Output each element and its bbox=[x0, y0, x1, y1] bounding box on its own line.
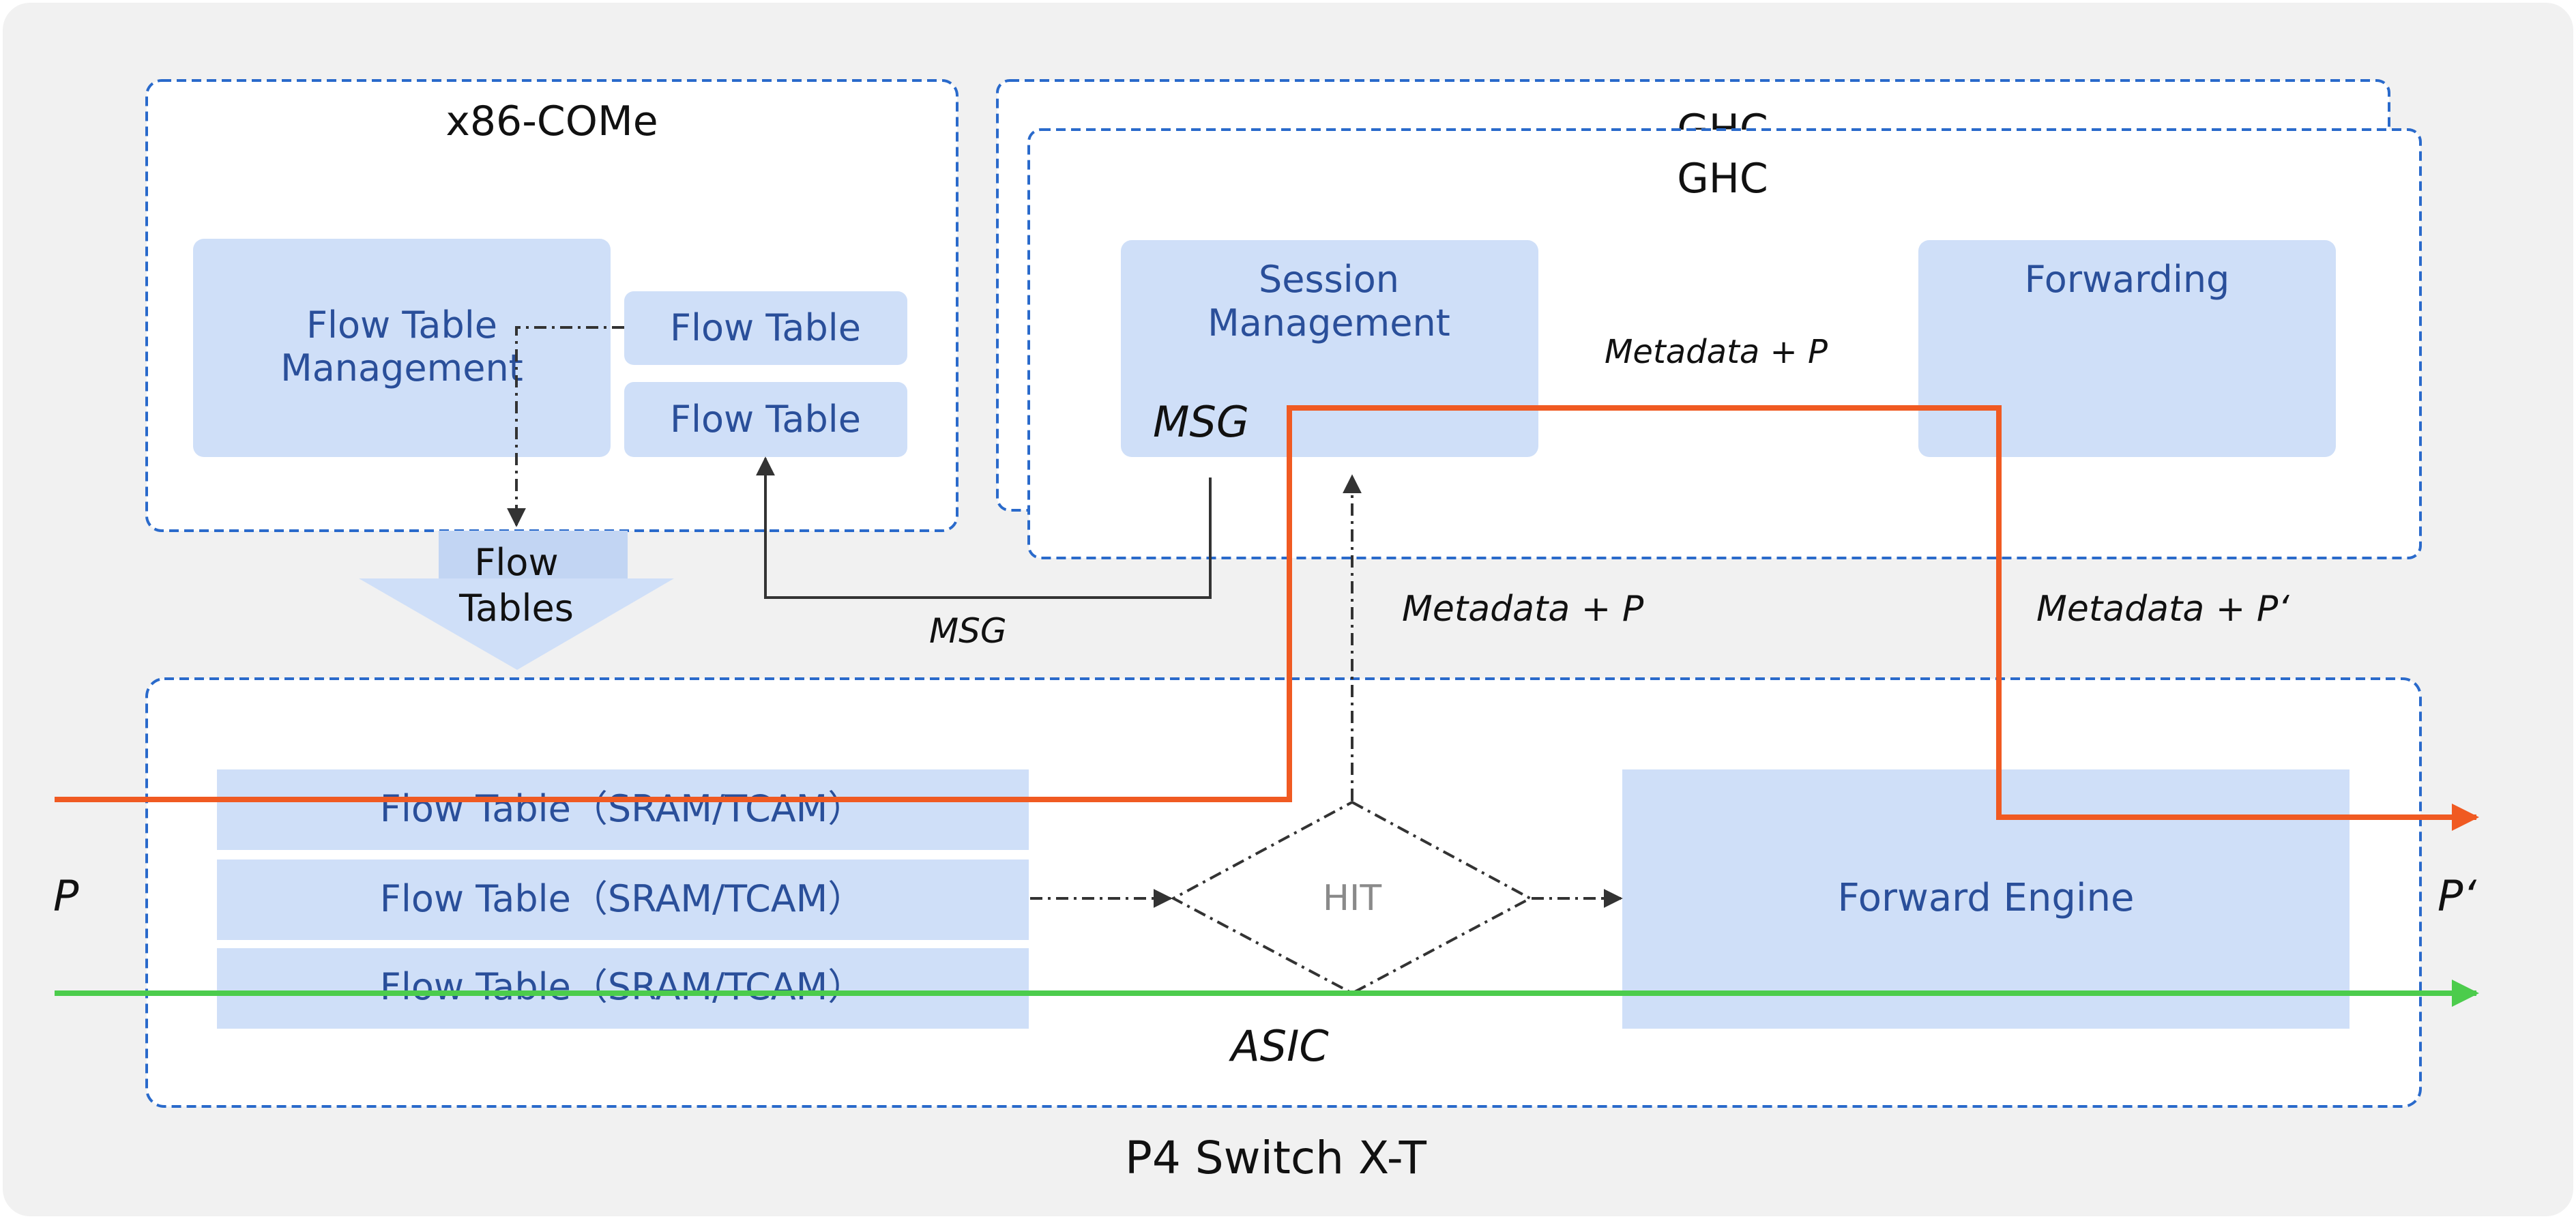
session-management-block bbox=[1121, 240, 1538, 457]
svg-text:Tables: Tables bbox=[458, 587, 574, 630]
svg-text:Session: Session bbox=[1259, 258, 1399, 301]
msg-connector bbox=[756, 456, 1212, 599]
asic-box: Flow Table（SRAM/TCAM） Flow Table（SRAM/TC… bbox=[145, 677, 2422, 1108]
flow-table-block-1 bbox=[624, 291, 907, 365]
svg-text:Flow Table: Flow Table bbox=[306, 304, 497, 347]
x86-come-box: x86-COMe Flow Table Management Flow Tabl… bbox=[145, 79, 958, 532]
flow-tables-arrow-label-line1: Flow bbox=[474, 541, 558, 584]
asic-label: ASIC bbox=[1228, 1021, 1329, 1071]
flow-tables-arrow: Flow Tables bbox=[359, 531, 674, 670]
ghc-box: GHC Session Management MSG Forwarding Me… bbox=[1027, 128, 2422, 559]
asic-flow-table-3-label: Flow Table（SRAM/TCAM） bbox=[380, 965, 864, 1008]
svg-text:Management: Management bbox=[280, 347, 523, 390]
asic-flow-table-3 bbox=[217, 948, 1029, 1029]
session-msg-label: MSG bbox=[1153, 397, 1249, 447]
output-packet-label: P‘ bbox=[2438, 871, 2476, 921]
flow-table-management-label-line2: Management bbox=[280, 347, 523, 390]
asic-flow-table-2-label: Flow Table（SRAM/TCAM） bbox=[380, 877, 864, 920]
metadata-inside-ghc-label: Metadata + P bbox=[1605, 333, 1828, 371]
svg-text:Flow: Flow bbox=[474, 541, 558, 584]
hit-decision-label: HIT bbox=[1323, 878, 1381, 919]
asic-flow-table-2 bbox=[217, 860, 1029, 940]
input-packet-label: P bbox=[53, 871, 79, 921]
forwarding-block bbox=[1918, 240, 2336, 457]
asic-flow-table-1-label: Flow Table（SRAM/TCAM） bbox=[380, 787, 864, 830]
forward-engine-label: Forward Engine bbox=[1838, 876, 2135, 920]
asic-flow-table-1 bbox=[217, 769, 1029, 850]
switch-footer-title: P4 Switch X-T bbox=[1125, 1132, 1427, 1184]
svg-text:Management: Management bbox=[1208, 302, 1450, 344]
x86-internal-dashdot-connector bbox=[507, 326, 624, 527]
forward-engine-block bbox=[1622, 769, 2350, 1029]
flow-table-block-2 bbox=[624, 382, 907, 457]
flow-tables-arrow-label-line2: Tables bbox=[458, 587, 574, 630]
flow-table-management-block bbox=[193, 239, 611, 457]
ghc-title: GHC bbox=[1677, 155, 1768, 203]
metadata-up-label: Metadata + P bbox=[1402, 589, 1644, 630]
hit-decision-diamond bbox=[1170, 800, 1534, 995]
orange-packet-path bbox=[55, 405, 2479, 831]
session-management-label-line2: Management bbox=[1208, 302, 1450, 344]
flow-table-block-2-label: Flow Table bbox=[670, 398, 861, 441]
session-management-label-line1: Session bbox=[1259, 258, 1399, 301]
msg-connector-label: MSG bbox=[929, 611, 1007, 651]
x86-come-title: x86-COMe bbox=[445, 98, 658, 145]
flow-table-block-1-label: Flow Table bbox=[670, 306, 861, 349]
forwarding-label: Forwarding bbox=[2025, 258, 2230, 301]
metadata-down-label: Metadata + P‘ bbox=[2036, 589, 2289, 630]
flow-table-management-label-line1: Flow Table bbox=[306, 304, 497, 347]
